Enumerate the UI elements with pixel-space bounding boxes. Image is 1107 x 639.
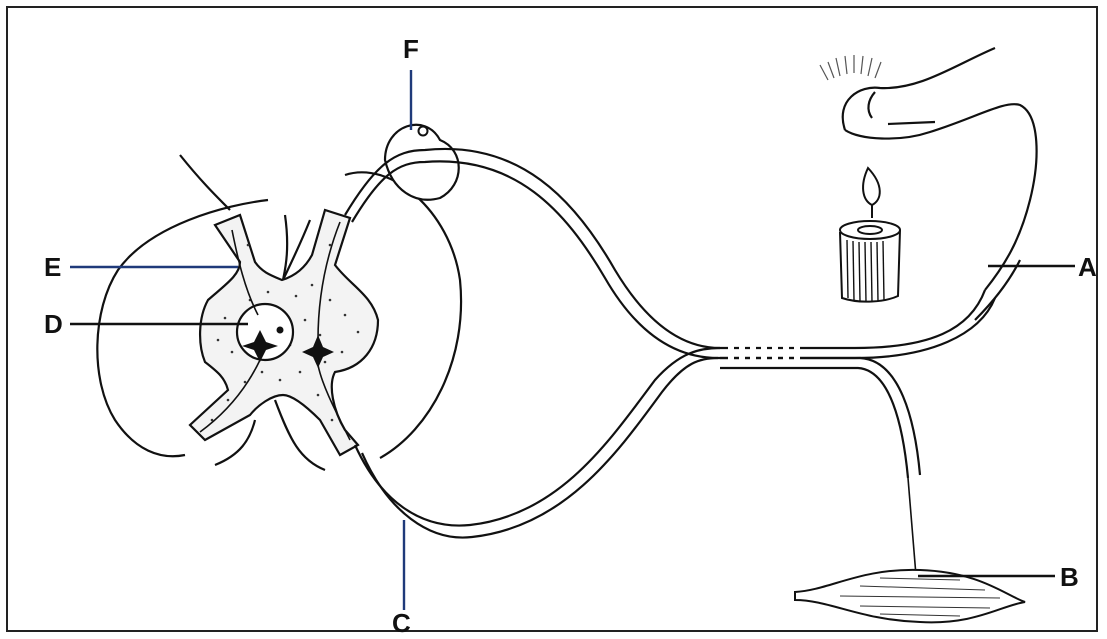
interneuron-nucleus xyxy=(277,327,284,334)
candle xyxy=(840,168,900,302)
nerve-dashes xyxy=(728,348,800,358)
label-a: A xyxy=(1078,252,1097,282)
motor-neuron-fibre xyxy=(355,348,920,538)
label-e: E xyxy=(44,252,61,282)
label-f: F xyxy=(403,34,419,64)
label-c: C xyxy=(392,608,411,638)
label-b: B xyxy=(1060,562,1079,592)
heat-rays xyxy=(820,55,881,80)
ganglion-cell xyxy=(419,127,428,136)
label-d: D xyxy=(44,309,63,339)
